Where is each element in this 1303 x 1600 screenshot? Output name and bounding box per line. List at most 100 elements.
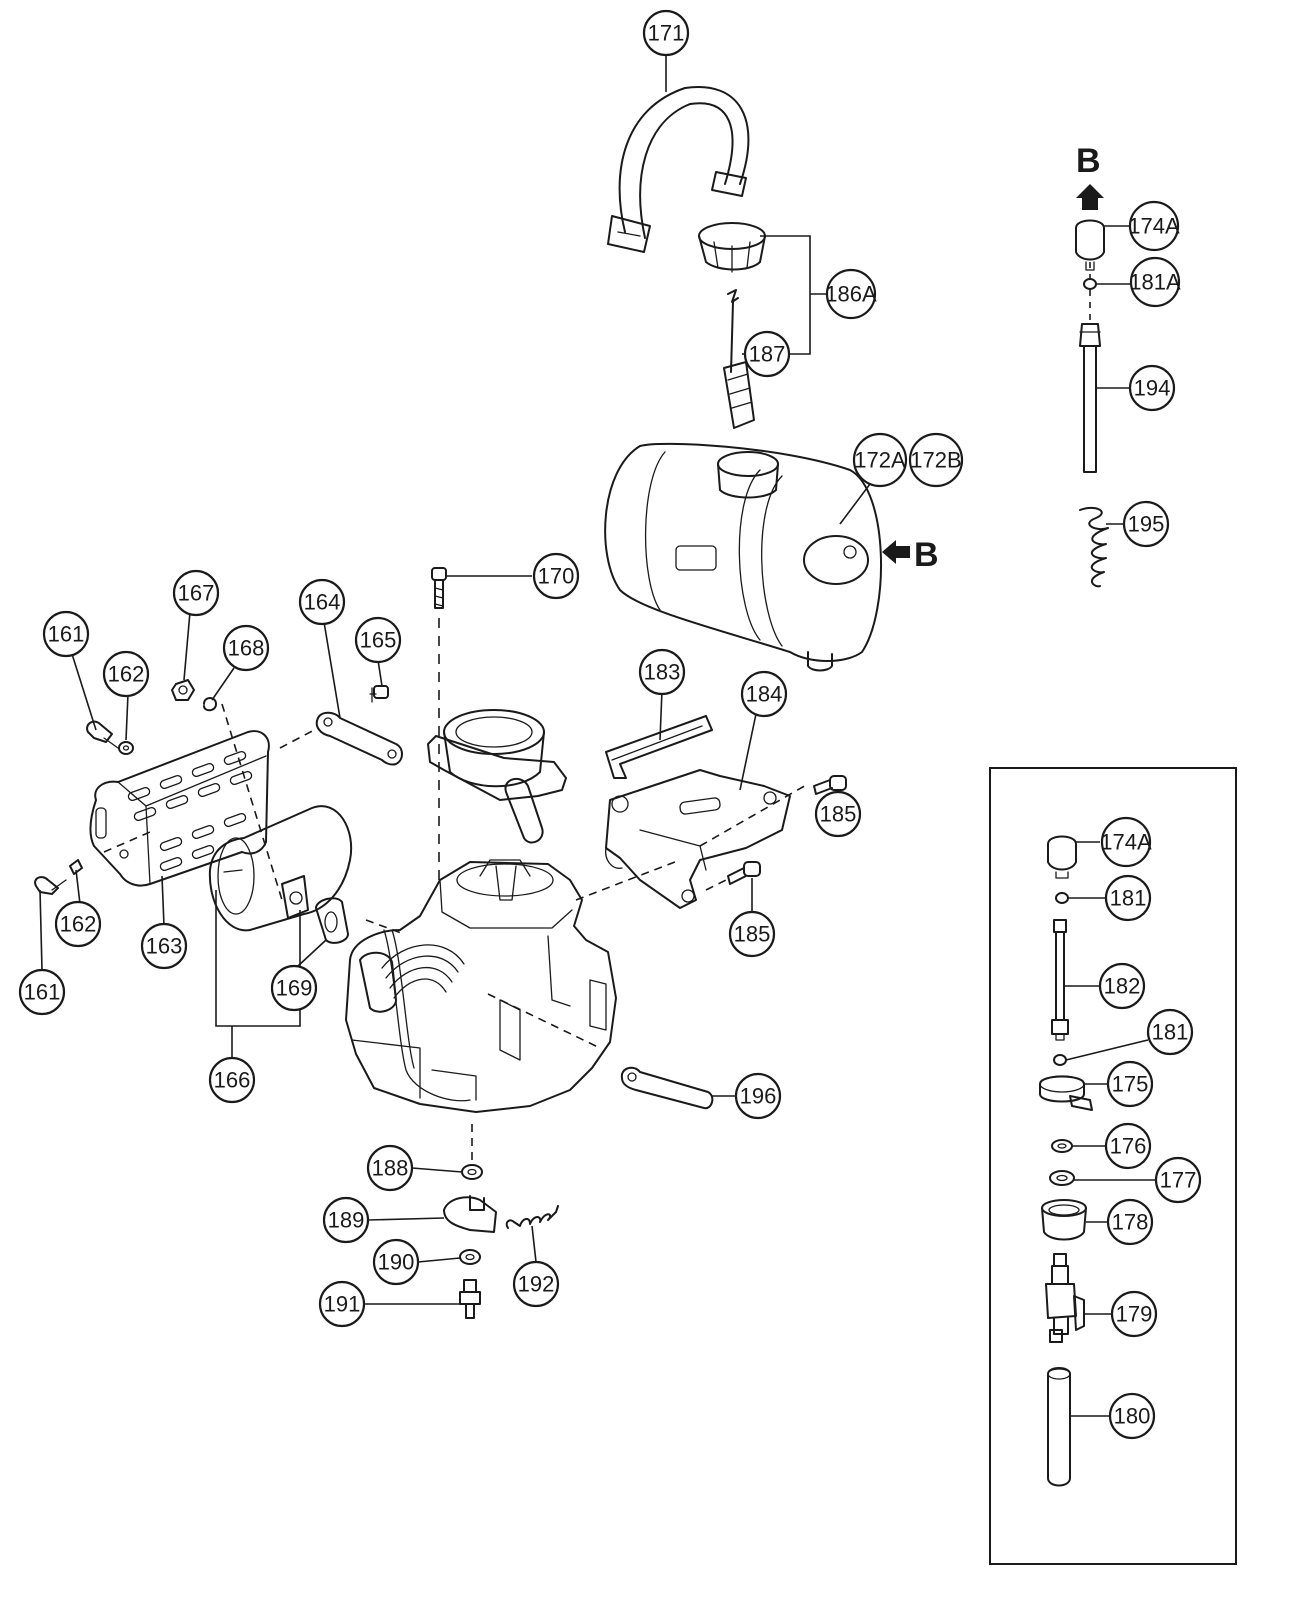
- callout-183: 183: [638, 648, 686, 696]
- callout-label: 174A: [1128, 214, 1180, 239]
- washer-162-bottom: [69, 859, 83, 875]
- callout-174A-inset: 174A: [1100, 816, 1152, 868]
- callout-162-top: 162: [102, 650, 150, 698]
- washer-190: [459, 1249, 481, 1265]
- lock-washer-168: [203, 697, 217, 712]
- spring-192: [505, 1205, 559, 1229]
- callout-174A-top: 174A: [1128, 200, 1180, 252]
- callout-179: 179: [1110, 1290, 1158, 1338]
- callout-163: 163: [140, 922, 188, 970]
- callout-label: 168: [228, 636, 265, 661]
- callout-label: 192: [518, 1272, 555, 1297]
- callout-166: 166: [208, 1056, 256, 1104]
- callout-label: 164: [304, 590, 341, 615]
- callout-label: 181A: [1129, 270, 1181, 295]
- washer-188: [461, 1164, 483, 1180]
- callout-188: 188: [366, 1144, 414, 1192]
- callout-182: 182: [1098, 962, 1146, 1010]
- callout-178: 178: [1106, 1198, 1154, 1246]
- callout-label: 191: [324, 1292, 361, 1317]
- callout-label: 167: [178, 581, 215, 606]
- callout-label: 181: [1152, 1020, 1189, 1045]
- callout-label: 177: [1160, 1168, 1197, 1193]
- callout-164: 164: [298, 578, 346, 626]
- fuel-cap-186A: [698, 222, 766, 273]
- callout-label: 169: [276, 976, 313, 1001]
- callout-label: 172B: [910, 448, 961, 473]
- callout-185-top: 185: [814, 790, 862, 838]
- leader-lines: [39, 52, 1130, 1305]
- bolt-170: [431, 567, 447, 880]
- callout-190: 190: [372, 1238, 420, 1286]
- callout-192: 192: [512, 1260, 560, 1308]
- muffler-166: [208, 805, 353, 932]
- tank-filter-assembly: [1075, 219, 1109, 588]
- callout-label: 182: [1104, 974, 1141, 999]
- callout-176: 176: [1104, 1122, 1152, 1170]
- callout-label: 162: [108, 662, 145, 687]
- inset-frame: [989, 767, 1237, 1565]
- callout-label: 175: [1112, 1072, 1149, 1097]
- view-letter-side: B: [914, 536, 939, 574]
- callout-181-inset-top: 181: [1104, 874, 1152, 922]
- callout-label: 161: [48, 622, 85, 647]
- callout-165: 165: [354, 616, 402, 664]
- filled-block-arrow-icon: [1076, 184, 1104, 210]
- view-letter-top: B: [1076, 142, 1101, 180]
- callout-169: 169: [270, 964, 318, 1012]
- callout-195: 195: [1122, 500, 1170, 548]
- callout-177: 177: [1154, 1156, 1202, 1204]
- callout-172B: 172B: [908, 432, 964, 488]
- screw-161-bottom: [34, 876, 67, 895]
- callout-label: 183: [644, 660, 681, 685]
- callout-167: 167: [172, 569, 220, 617]
- callout-161-bottom: 161: [18, 968, 66, 1016]
- screw-165: [369, 685, 389, 703]
- callout-label: 185: [820, 802, 857, 827]
- callout-label: 179: [1116, 1302, 1153, 1327]
- strainer-187: [723, 289, 755, 429]
- callout-label: 186A: [825, 282, 877, 307]
- callout-label: 171: [648, 21, 685, 46]
- link-196: [620, 1066, 714, 1110]
- fuel-cock-inset: [989, 767, 1237, 1565]
- callout-161-top: 161: [42, 610, 90, 658]
- callout-label: 196: [740, 1084, 777, 1109]
- callout-180: 180: [1108, 1392, 1156, 1440]
- callout-label: 162: [60, 912, 97, 937]
- callout-label: 174A: [1100, 830, 1152, 855]
- callout-184: 184: [740, 670, 788, 718]
- callout-label: 165: [360, 628, 397, 653]
- callout-label: 163: [146, 934, 183, 959]
- callout-label: 187: [749, 342, 786, 367]
- stud-191: [459, 1279, 481, 1319]
- callout-181-inset-bottom: 181: [1146, 1008, 1194, 1056]
- callout-186A: 186A: [825, 268, 877, 320]
- callout-162-bottom: 162: [54, 900, 102, 948]
- callout-label: 184: [746, 682, 783, 707]
- callout-label: 170: [538, 564, 575, 589]
- callout-194: 194: [1128, 364, 1176, 412]
- callout-189: 189: [322, 1196, 370, 1244]
- washer-162-top: [118, 741, 134, 755]
- screw-161-top: [86, 720, 119, 749]
- callout-196: 196: [734, 1072, 782, 1120]
- carburetor-adapter: [427, 709, 567, 844]
- callout-label: 166: [214, 1068, 251, 1093]
- callout-170: 170: [532, 552, 580, 600]
- callout-label: 180: [1114, 1404, 1151, 1429]
- nut-167: [171, 679, 195, 701]
- callout-181A: 181A: [1129, 256, 1181, 308]
- callout-172A: 172A: [852, 432, 908, 488]
- control-plate-184: [605, 769, 791, 909]
- muffler-guard-163: [89, 730, 270, 887]
- callout-187: 187: [743, 330, 791, 378]
- bracket-164: [315, 711, 403, 766]
- view-arrow-b-side: B: [882, 536, 939, 574]
- callout-label: 185: [734, 922, 771, 947]
- filled-block-arrow-icon: [882, 540, 910, 564]
- view-arrow-b-top: B: [1076, 142, 1104, 210]
- callout-label: 188: [372, 1156, 409, 1181]
- screw-185-bottom: [727, 861, 761, 885]
